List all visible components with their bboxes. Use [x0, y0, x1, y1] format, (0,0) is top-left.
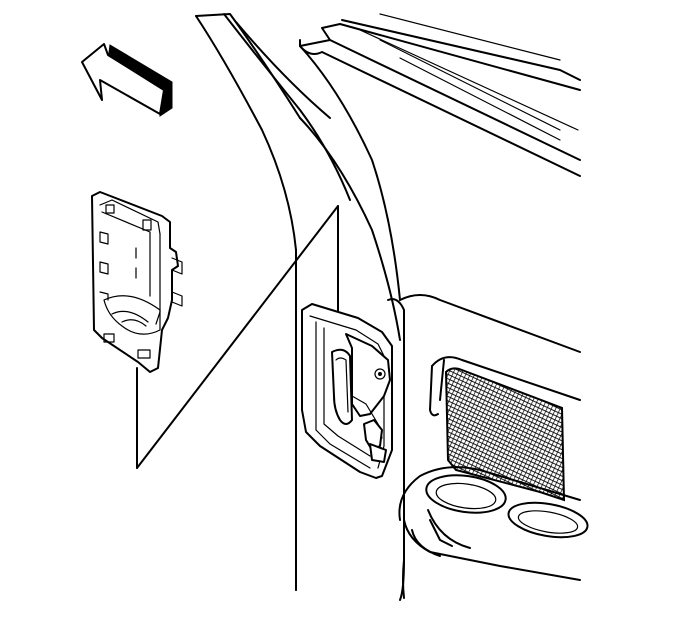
- cup-holder-armrest: [398, 466, 589, 581]
- latch-handle: [331, 333, 391, 463]
- callout-leader-lines: [136, 205, 339, 469]
- removed-trim-bezel: [91, 191, 183, 373]
- speaker-grille: [444, 367, 566, 502]
- vehicle-interior: [195, 13, 589, 601]
- forward-direction-arrow-icon: [81, 43, 173, 117]
